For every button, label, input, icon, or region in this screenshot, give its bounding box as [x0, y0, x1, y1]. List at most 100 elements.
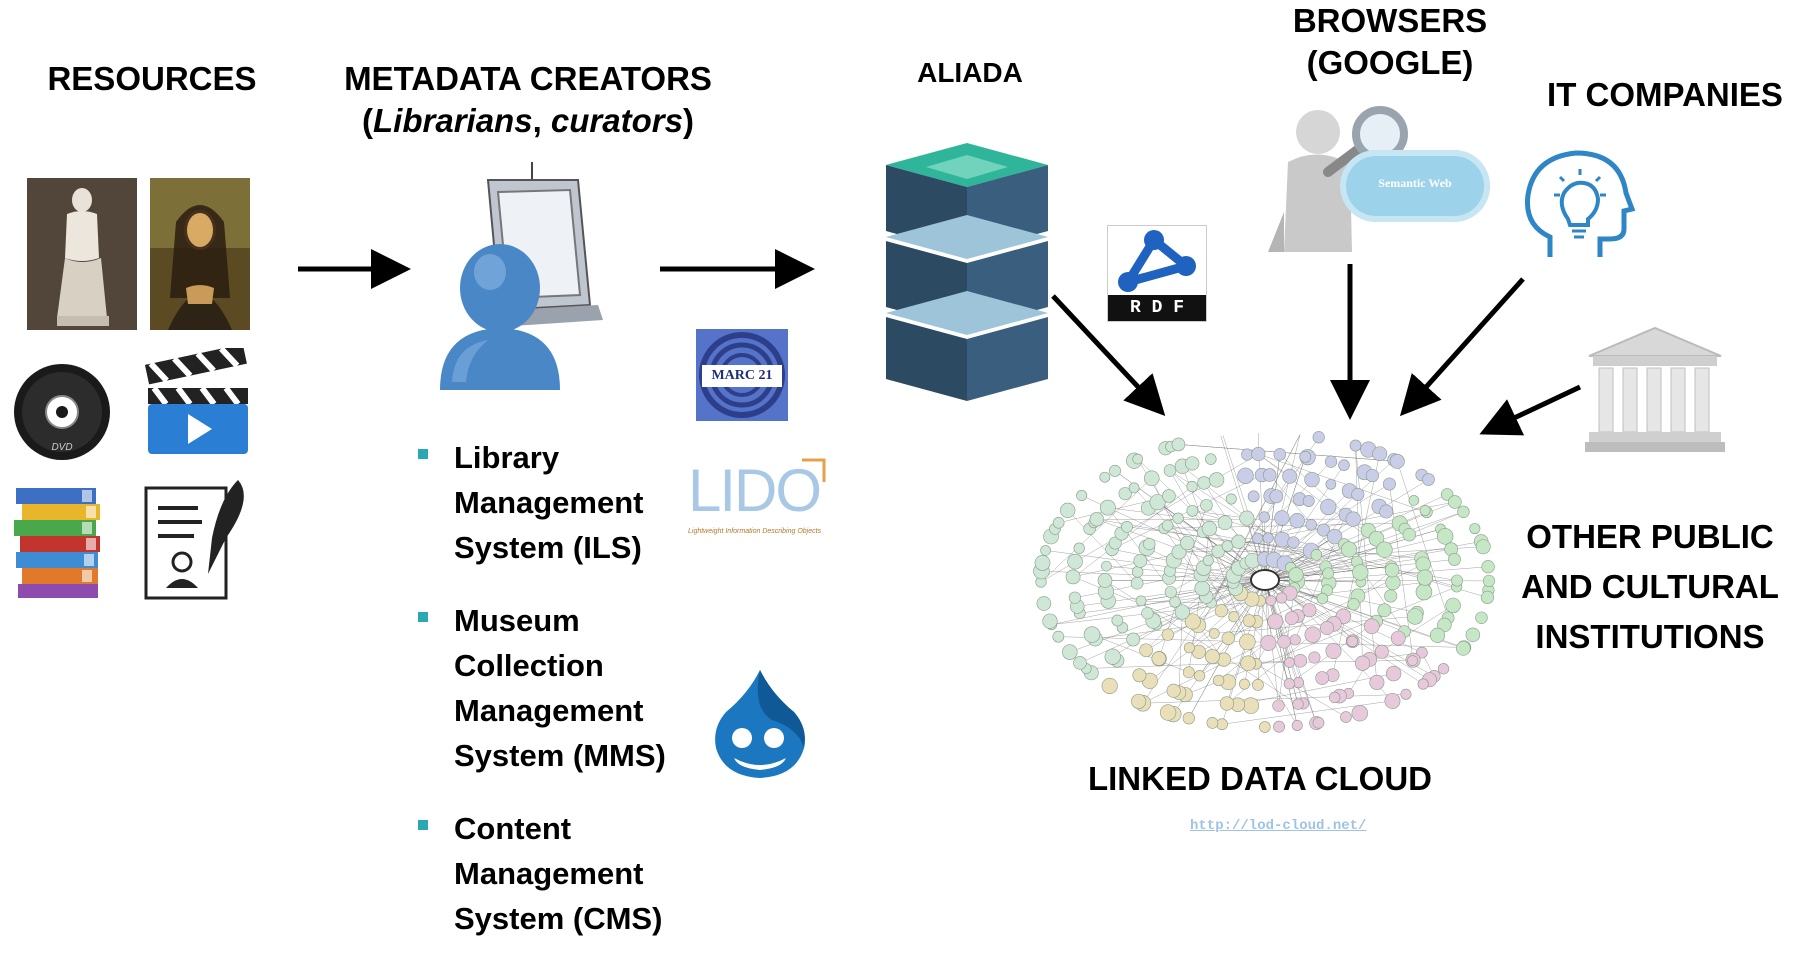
cloud-node — [1325, 456, 1337, 468]
cloud-node — [1384, 590, 1396, 602]
cloud-node — [1422, 473, 1434, 485]
cloud-node — [1134, 554, 1147, 567]
mona-lisa-image — [150, 178, 250, 330]
cloud-node — [1074, 543, 1085, 554]
cloud-node — [1313, 431, 1325, 443]
cloud-node — [1100, 472, 1110, 482]
cloud-node — [1385, 693, 1400, 708]
lido-subtitle: Lightweight Information Describing Objec… — [688, 528, 838, 535]
cloud-node — [1133, 454, 1143, 464]
cloud-node — [1290, 635, 1301, 646]
cloud-node — [1131, 694, 1145, 708]
cloud-node — [1294, 654, 1307, 667]
cloud-node — [1053, 631, 1064, 642]
cloud-node — [1437, 528, 1453, 544]
cloud-node — [1076, 490, 1086, 500]
cloud-node — [1259, 722, 1270, 733]
cloud-node — [1293, 699, 1304, 710]
cloud-node — [1184, 643, 1194, 653]
cloud-node — [1420, 505, 1430, 515]
cloud-node — [1266, 596, 1276, 606]
document-quill-icon — [142, 478, 254, 603]
cloud-node — [1284, 657, 1294, 667]
cloud-node — [1418, 679, 1428, 689]
cloud-node — [1239, 634, 1255, 650]
cloud-node — [1320, 499, 1336, 515]
arrow-it-to-cloud — [1410, 279, 1523, 405]
cloud-node — [1263, 533, 1273, 543]
cloud-node — [1241, 656, 1256, 671]
cloud-node — [1205, 649, 1219, 663]
cloud-node — [1409, 495, 1419, 505]
rdf-logo: R D F — [1107, 225, 1207, 322]
cloud-node — [1311, 549, 1322, 560]
books-stack-icon — [12, 480, 107, 600]
semantic-web-cloud: Semantic Web — [1340, 150, 1490, 222]
cloud-node — [1268, 614, 1283, 629]
cloud-node — [1207, 717, 1218, 728]
cloud-node — [1129, 483, 1139, 493]
cloud-node — [1416, 584, 1432, 600]
cloud-node — [1273, 721, 1284, 732]
cloud-node — [1105, 649, 1121, 665]
cloud-node — [1273, 700, 1285, 712]
cloud-node — [1263, 469, 1276, 482]
cloud-node — [1222, 632, 1235, 645]
cloud-node — [1248, 491, 1259, 502]
cloud-node — [1348, 598, 1360, 610]
cloud-node — [1329, 692, 1340, 703]
cloud-node — [1275, 511, 1290, 526]
lido-logo: LIDO Lightweight Information Describing … — [688, 456, 830, 544]
cloud-node — [1173, 513, 1184, 524]
cloud-node — [1323, 568, 1334, 579]
svg-text:DVD: DVD — [51, 442, 72, 453]
cloud-node — [1162, 629, 1174, 641]
dvd-icon: DVD — [12, 362, 112, 462]
cloud-node — [1377, 542, 1393, 558]
cloud-node — [1226, 494, 1236, 504]
cloud-node — [1303, 495, 1314, 506]
cloud-node — [1416, 557, 1431, 572]
cloud-node — [1187, 481, 1198, 492]
cloud-node — [1132, 566, 1143, 577]
cloud-node — [1346, 512, 1361, 527]
cloud-node — [1288, 537, 1299, 548]
cloud-node — [1205, 454, 1216, 465]
lido-corner-icon — [790, 456, 830, 496]
cloud-node — [1185, 457, 1199, 471]
cloud-node — [1390, 454, 1404, 468]
cloud-node — [1446, 598, 1461, 613]
cloud-node — [1136, 596, 1146, 606]
cloud-node — [1164, 465, 1176, 477]
cloud-node — [1375, 645, 1388, 658]
cloud-node — [1215, 604, 1228, 617]
cloud-node — [1162, 520, 1173, 531]
cloud-node — [1341, 542, 1356, 557]
clapperboard-icon — [140, 348, 252, 458]
cloud-node — [1209, 628, 1219, 638]
cloud-node — [1407, 656, 1417, 666]
cloud-node — [1386, 575, 1401, 590]
drupal-drop-icon — [712, 668, 808, 780]
cloud-node — [1194, 670, 1205, 681]
cloud-node — [1383, 478, 1395, 490]
cloud-node — [1243, 698, 1259, 714]
cloud-node — [1284, 678, 1295, 689]
cloud-node — [1109, 465, 1120, 476]
cloud-node — [1303, 604, 1316, 617]
cloud-node — [1112, 615, 1123, 626]
cloud-node — [1195, 581, 1210, 596]
cloud-node — [1187, 505, 1198, 516]
cloud-node — [1037, 597, 1051, 611]
cloud-node — [1278, 635, 1291, 648]
semantic-web-label: Semantic Web — [1378, 176, 1451, 191]
cloud-node — [1283, 469, 1297, 483]
cloud-node — [1316, 672, 1329, 685]
cloud-node — [1043, 614, 1058, 629]
cloud-node — [1350, 440, 1361, 451]
cloud-node — [1364, 619, 1379, 634]
rdf-graph-icon — [1108, 226, 1206, 296]
cloud-node — [1339, 460, 1350, 471]
cloud-node — [1470, 523, 1480, 533]
cloud-node — [1476, 612, 1488, 624]
